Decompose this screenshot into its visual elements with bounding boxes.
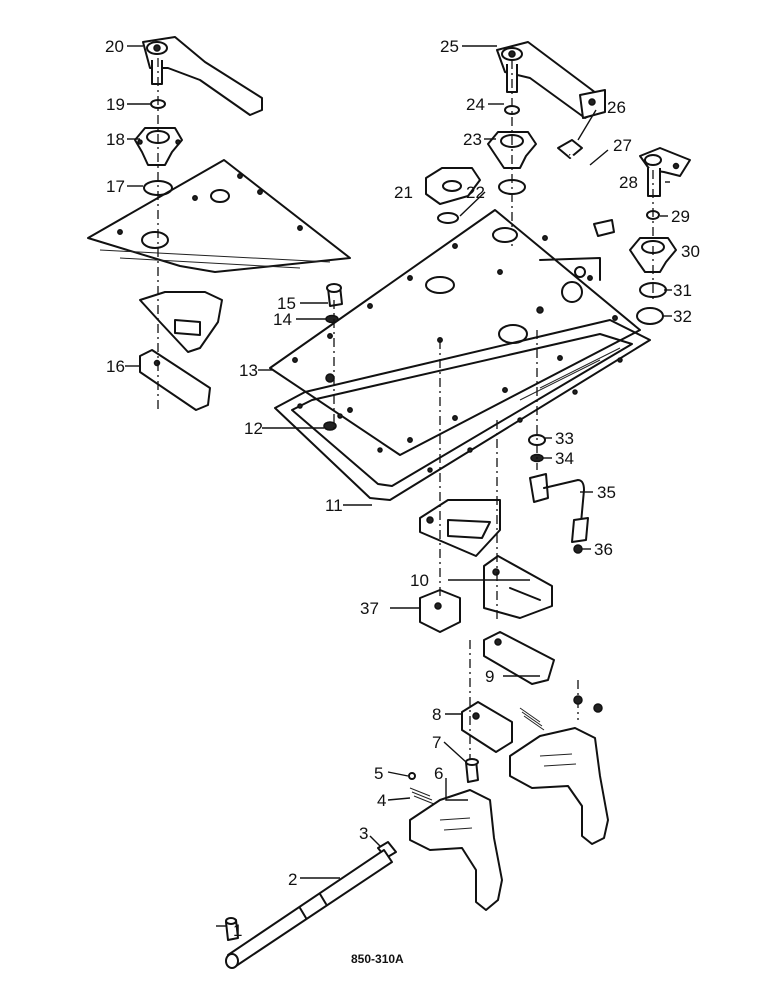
callout-11: 11 bbox=[325, 496, 343, 515]
callout-37: 37 bbox=[360, 599, 379, 618]
callout-7: 7 bbox=[432, 733, 441, 752]
part-25-shift-lever bbox=[496, 41, 606, 119]
part-18-lever-housing bbox=[134, 127, 183, 166]
callout-12: 12 bbox=[244, 419, 263, 438]
part-16-shift-rail-plate bbox=[139, 349, 211, 411]
left-cover-plate bbox=[87, 159, 351, 273]
part-32-plug bbox=[636, 307, 664, 325]
left-bracket bbox=[139, 291, 223, 353]
part-37-block bbox=[419, 589, 461, 633]
part-10-upper-bracket bbox=[419, 499, 501, 557]
callout-33: 33 bbox=[555, 429, 574, 448]
part-15-bolt bbox=[326, 283, 343, 307]
part-21-cover-cap bbox=[425, 167, 481, 224]
callout-20: 20 bbox=[105, 37, 124, 56]
callout-4: 4 bbox=[377, 791, 386, 810]
shift-fork-front bbox=[409, 789, 503, 911]
part-35-oil-pipe bbox=[529, 473, 589, 543]
part-36-seal-ring bbox=[573, 544, 583, 554]
callout-6: 6 bbox=[434, 764, 443, 783]
callout-3: 3 bbox=[359, 824, 368, 843]
part-11-gasket bbox=[274, 319, 651, 501]
callout-16: 16 bbox=[106, 357, 125, 376]
callout-8: 8 bbox=[432, 705, 441, 724]
part-1-pin bbox=[225, 917, 239, 941]
callout-25: 25 bbox=[440, 37, 459, 56]
part-26-hose-clip bbox=[557, 139, 583, 159]
callout-18: 18 bbox=[106, 130, 125, 149]
callout-15: 15 bbox=[277, 294, 296, 313]
callout-30: 30 bbox=[681, 242, 700, 261]
part-7-spring bbox=[519, 707, 545, 731]
callout-23: 23 bbox=[463, 130, 482, 149]
callout-27: 27 bbox=[613, 136, 632, 155]
part-20-shift-lever bbox=[142, 36, 263, 116]
leader-lines bbox=[125, 45, 672, 927]
callout-26: 26 bbox=[607, 98, 626, 117]
shift-fork-rear bbox=[509, 695, 609, 845]
part-4-spring bbox=[409, 787, 435, 805]
callout-32: 32 bbox=[673, 307, 692, 326]
callout-2: 2 bbox=[288, 870, 297, 889]
part-8-plate bbox=[461, 701, 513, 753]
callout-36: 36 bbox=[594, 540, 613, 559]
callout-17: 17 bbox=[106, 177, 125, 196]
callout-labels: 1 2 3 4 5 6 7 8 9 10 11 12 13 14 15 16 1… bbox=[105, 37, 700, 940]
callout-13: 13 bbox=[239, 361, 258, 380]
part-10-lower-bracket bbox=[483, 555, 553, 619]
part-5-ball bbox=[408, 772, 416, 780]
callout-28: 28 bbox=[619, 173, 638, 192]
part-27-breather-tube bbox=[569, 153, 615, 237]
callout-35: 35 bbox=[597, 483, 616, 502]
part-28-shift-lever bbox=[639, 147, 691, 197]
figure-code: 850-310A bbox=[351, 952, 404, 966]
callout-5: 5 bbox=[374, 764, 383, 783]
part-6-detent-pin bbox=[465, 758, 479, 783]
callout-10: 10 bbox=[410, 571, 429, 590]
callout-34: 34 bbox=[555, 449, 574, 468]
part-2-shift-rail bbox=[225, 849, 393, 969]
part-9-plate bbox=[483, 631, 555, 685]
callout-29: 29 bbox=[671, 207, 690, 226]
callout-19: 19 bbox=[106, 95, 125, 114]
callout-24: 24 bbox=[466, 95, 485, 114]
callout-14: 14 bbox=[273, 310, 292, 329]
callout-22: 22 bbox=[466, 183, 485, 202]
callout-1: 1 bbox=[233, 921, 242, 940]
callout-9: 9 bbox=[485, 667, 494, 686]
part-14-washer bbox=[325, 314, 339, 324]
part-13-cover-plate bbox=[269, 209, 641, 456]
callout-21: 21 bbox=[394, 183, 413, 202]
callout-31: 31 bbox=[673, 281, 692, 300]
part-12-seal bbox=[323, 421, 337, 431]
